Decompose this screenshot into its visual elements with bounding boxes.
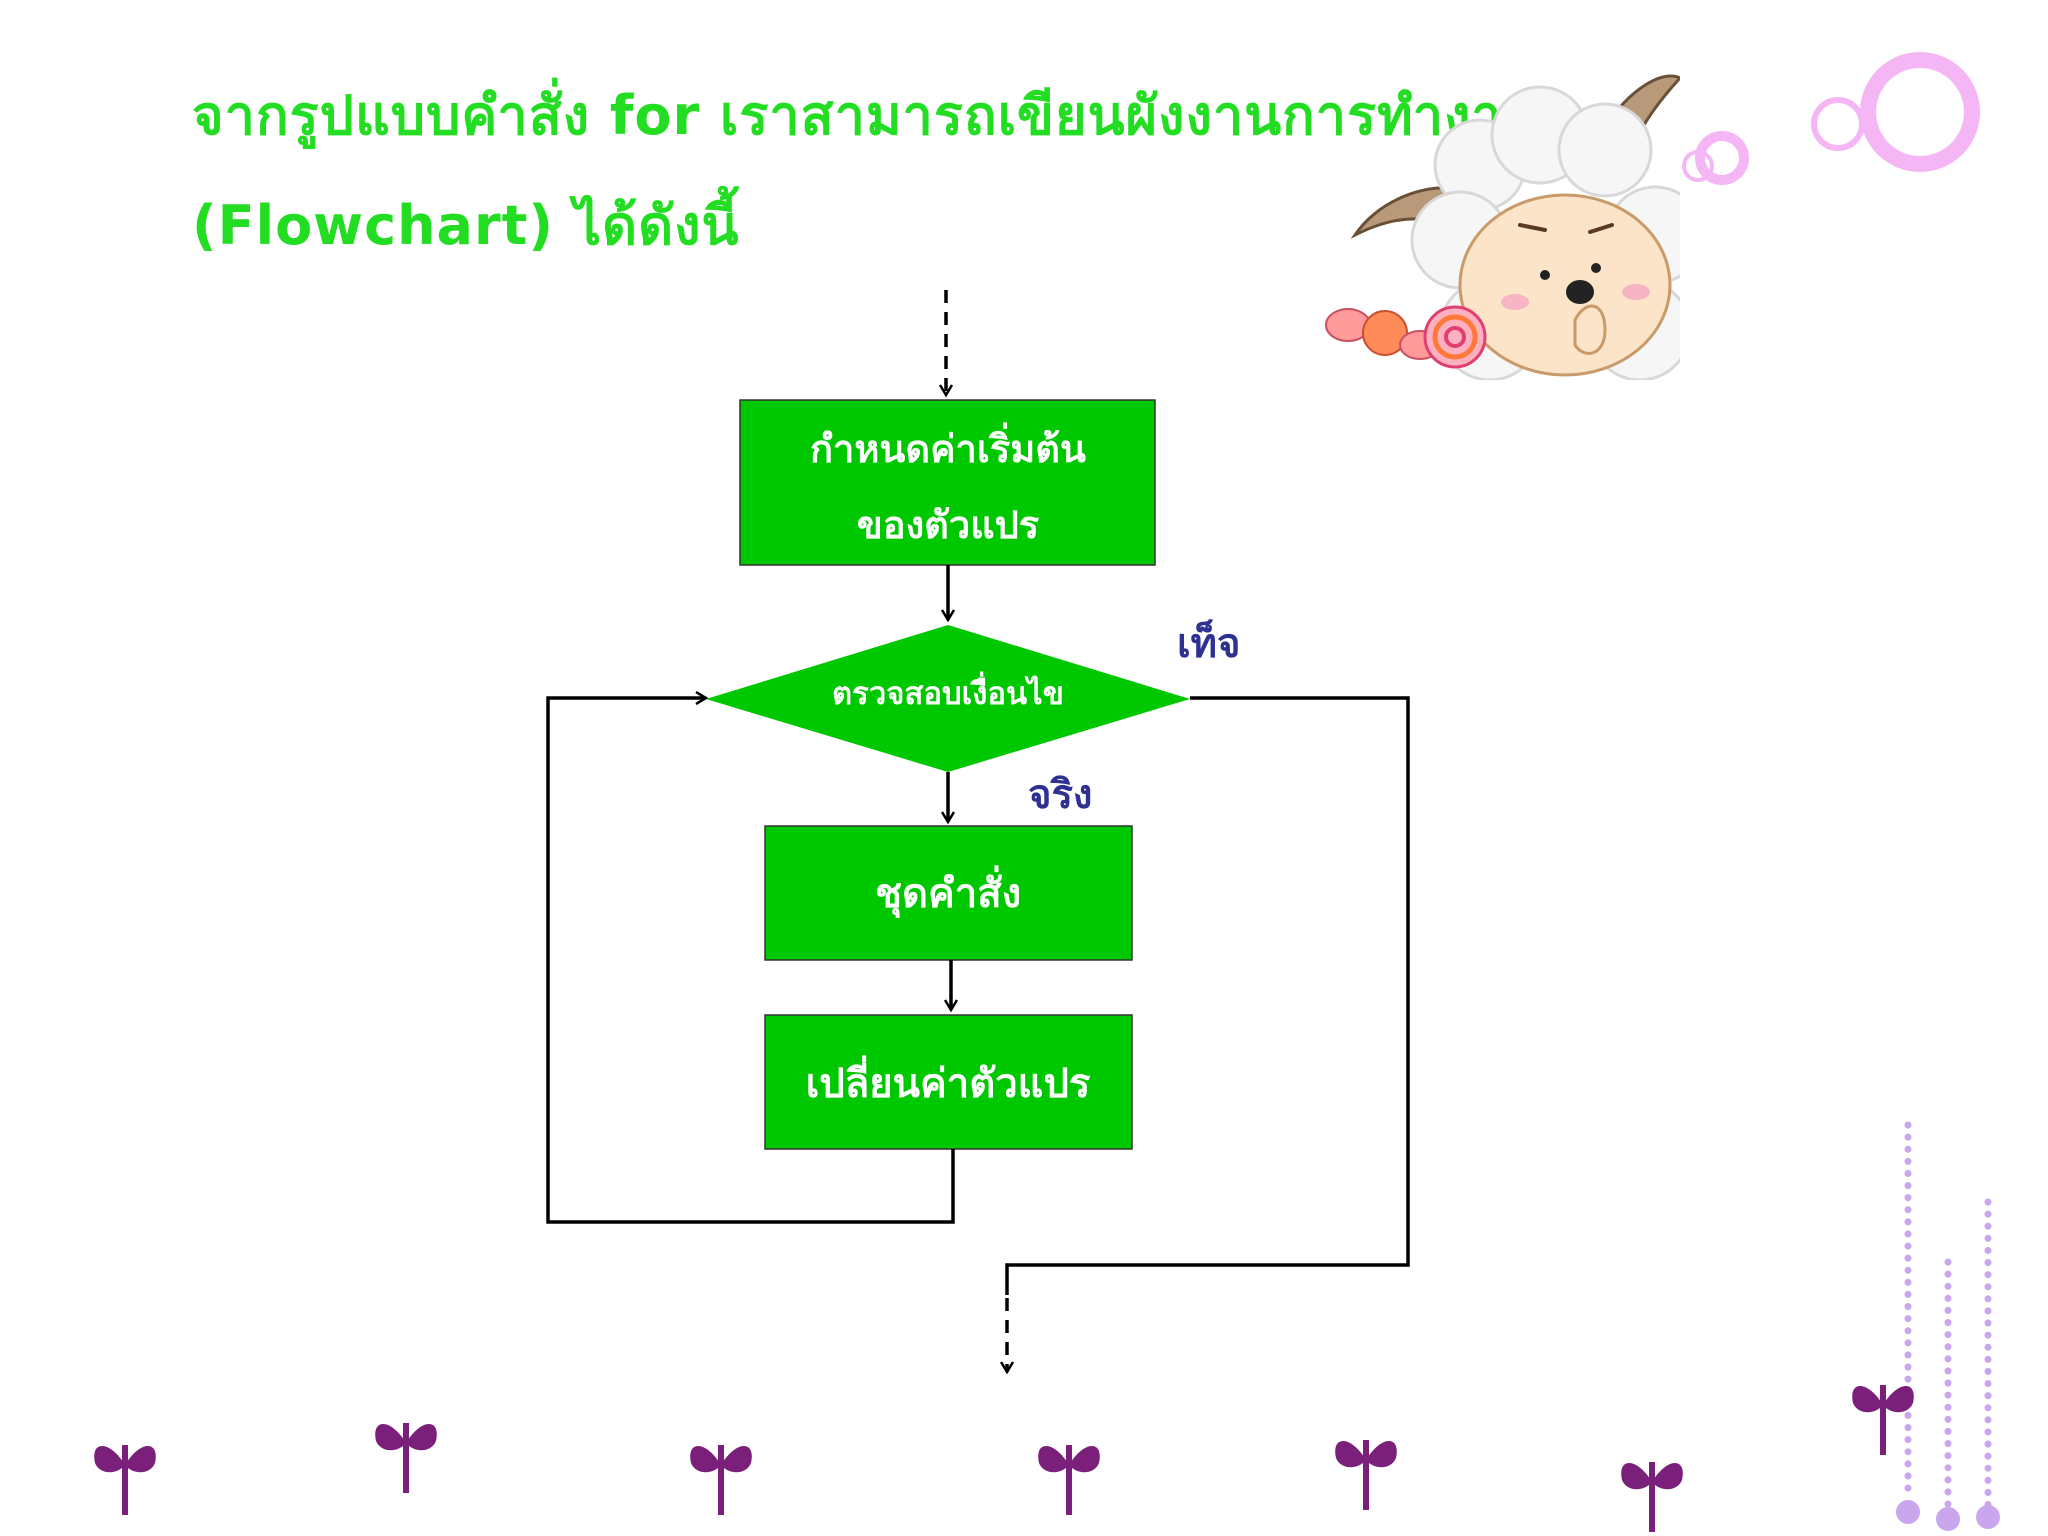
sprout-icon — [690, 1445, 752, 1515]
sprout-icon — [375, 1423, 437, 1493]
false-branch-line — [1005, 696, 1410, 1295]
condition-label: ตรวจสอบเงื่อนไข — [832, 671, 1064, 712]
lollipop-icon — [1423, 305, 1487, 369]
false-branch-label: เท็จ — [1177, 618, 1240, 667]
update-process-box — [764, 1014, 1133, 1150]
true-branch-label: จริง — [1028, 772, 1092, 818]
mascot-illustration — [1325, 74, 1680, 380]
slide-title-line-2: (Flowchart) ได้ดังนี้ — [192, 194, 740, 257]
statements-label: ชุดคำสั่ง — [875, 865, 1021, 919]
slide-title-line-1: จากรูปแบบคำสั่ง for เราสามารถเขียนผังงาน… — [192, 84, 1541, 147]
sprout-icon — [1852, 1385, 1914, 1455]
bubble-icon — [1682, 150, 1714, 182]
sprouts-decoration — [94, 1385, 1914, 1532]
bubble-icon — [1811, 97, 1865, 151]
init-process-label-line-1: กำหนดค่าเริ่มต้น — [810, 422, 1086, 471]
statements-process-box — [764, 825, 1133, 961]
init-process-label-line-2: ของตัวแปร — [857, 503, 1040, 547]
sprout-icon — [1335, 1440, 1397, 1510]
condition-decision-diamond — [706, 625, 1190, 772]
loop-back-arrow — [546, 698, 955, 1224]
dotted-lines-decoration — [1896, 1121, 2000, 1531]
flowchart: กำหนดค่าเริ่มต้น ของตัวแปร ตรวจสอบเงื่อน… — [546, 290, 1410, 1372]
sprout-icon — [1621, 1462, 1683, 1532]
sprout-icon — [94, 1445, 156, 1515]
candy-icon — [1325, 308, 1441, 360]
update-label: เปลี่ยนค่าตัวแปร — [806, 1055, 1091, 1107]
init-process-box — [739, 399, 1156, 566]
sprout-icon — [1038, 1445, 1100, 1515]
bubble-icon — [1860, 52, 1980, 172]
bubble-icon — [1695, 131, 1749, 185]
bubble-decoration — [1682, 52, 1980, 185]
